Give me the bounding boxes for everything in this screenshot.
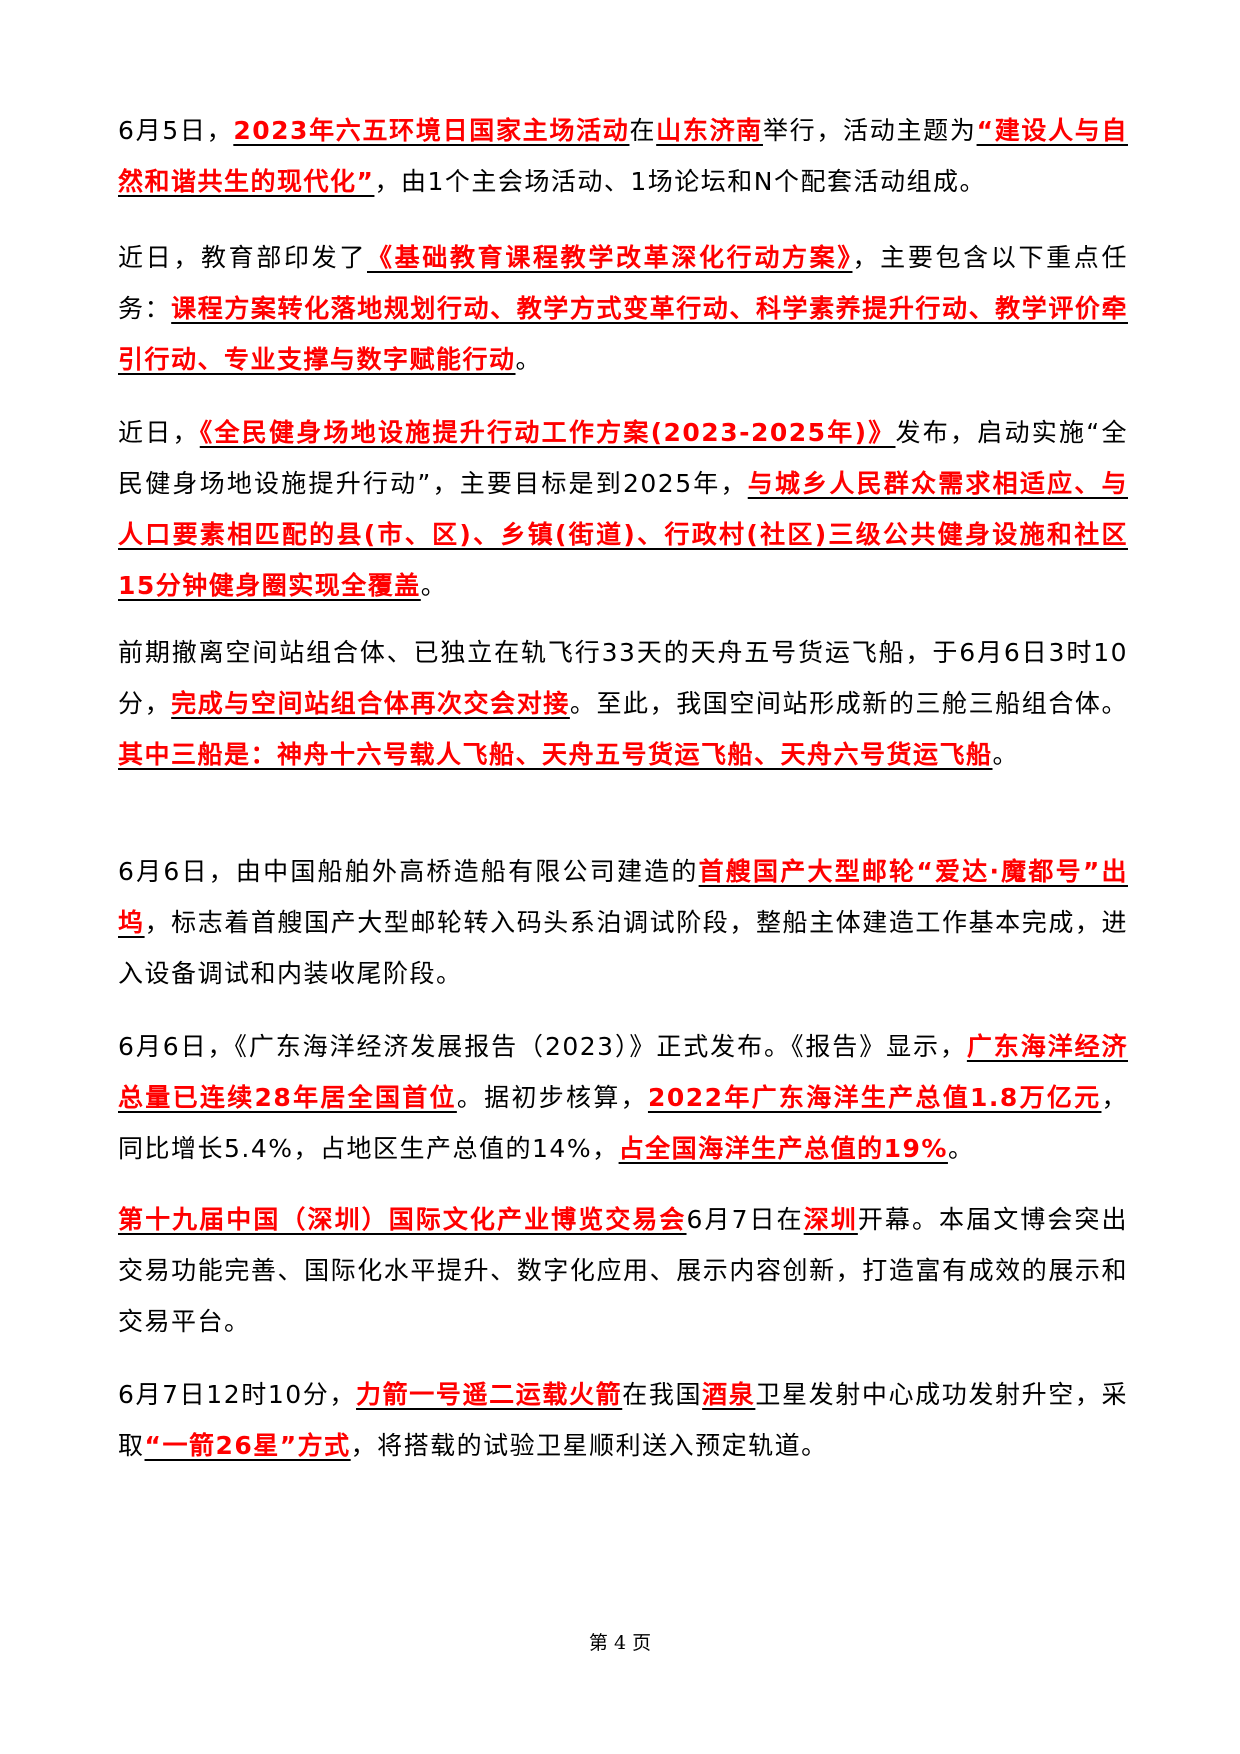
body-text: 在: [629, 116, 657, 145]
body-text: 近日，教育部印发了: [118, 243, 367, 272]
highlighted-text: 首艘国产大型邮轮“爱达·魔都号”出坞: [118, 857, 1128, 937]
body-text: 6月7日在: [686, 1205, 804, 1234]
highlighted-text: 其中三船是：神舟十六号载人飞船、天舟五号货运飞船、天舟六号货运飞船: [118, 740, 993, 769]
body-text: 近日，: [118, 418, 200, 447]
page-number: 第 4 页: [588, 1632, 652, 1654]
highlighted-text: 《全民健身场地设施提升行动工作方案(2023-2025年)》: [199, 418, 896, 447]
body-text: 前期撤离空间站组合体、已独立在轨飞行33天的天舟五号货运飞船，于6月6日3时10…: [118, 638, 1128, 718]
highlighted-text: 2023年六五环境日国家主场活动: [233, 116, 630, 145]
highlighted-text: 深圳: [803, 1205, 858, 1234]
body-text: 。: [947, 1134, 975, 1163]
body-text: ，同比增长5.4%，占地区生产总值的14%，: [118, 1083, 1128, 1163]
highlighted-text: 课程方案转化落地规划行动、教学方式变革行动、科学素养提升行动、教学评价牵引行动、…: [118, 294, 1128, 374]
paragraph-environment-day: 6月5日，2023年六五环境日国家主场活动在山东济南举行，活动主题为“建设人与自…: [118, 105, 1128, 207]
body-text: 。: [420, 571, 448, 600]
highlighted-text: 酒泉: [702, 1380, 756, 1409]
paragraph-space-station: 前期撤离空间站组合体、已独立在轨飞行33天的天舟五号货运飞船，于6月6日3时10…: [118, 627, 1128, 780]
body-text: 。: [515, 345, 543, 374]
highlighted-text: “建设人与自然和谐共生的现代化”: [118, 116, 1128, 196]
paragraph-cruise-ship: 6月6日，由中国船舶外高桥造船有限公司建造的首艘国产大型邮轮“爱达·魔都号”出坞…: [118, 846, 1128, 999]
highlighted-text: 山东济南: [656, 116, 763, 145]
body-text: 。据初步核算，: [456, 1083, 648, 1112]
highlighted-text: 2022年广东海洋生产总值1.8万亿元: [647, 1083, 1102, 1112]
highlighted-text: 第十九届中国（深圳）国际文化产业博览交易会: [118, 1205, 687, 1234]
paragraph-rocket-launch: 6月7日12时10分，力箭一号遥二运载火箭在我国酒泉卫星发射中心成功发射升空，采…: [118, 1369, 1128, 1471]
paragraph-fitness-facilities: 近日，《全民健身场地设施提升行动工作方案(2023-2025年)》发布，启动实施…: [118, 407, 1128, 611]
body-text: 6月6日，由中国船舶外高桥造船有限公司建造的: [118, 857, 699, 886]
body-text: 卫星发射中心成功发射升空，采取: [118, 1380, 1128, 1460]
paragraph-education-reform: 近日，教育部印发了《基础教育课程教学改革深化行动方案》，主要包含以下重点任务：课…: [118, 232, 1128, 385]
highlighted-text: 完成与空间站组合体再次交会对接: [171, 689, 570, 718]
paragraph-guangdong-ocean: 6月6日，《广东海洋经济发展报告（2023）》正式发布。《报告》显示，广东海洋经…: [118, 1021, 1128, 1174]
body-text: 6月6日，《广东海洋经济发展报告（2023）》正式发布。《报告》显示，: [118, 1032, 967, 1061]
body-text: 发布，启动实施“全民健身场地设施提升行动”，主要目标是到2025年，: [118, 418, 1128, 498]
body-text: 。至此，我国空间站形成新的三舱三船组合体。: [569, 689, 1128, 718]
body-text: ，由1个主会场活动、1场论坛和N个配套活动组成。: [374, 167, 986, 196]
body-text: ，标志着首艘国产大型邮轮转入码头系泊调试阶段，整船主体建造工作基本完成，进入设备…: [118, 908, 1128, 988]
body-text: ，将搭载的试验卫星顺利送入预定轨道。: [350, 1431, 828, 1460]
highlighted-text: 《基础教育课程教学改革深化行动方案》: [367, 243, 853, 272]
body-text: 举行，活动主题为: [762, 116, 977, 145]
body-text: 6月7日12时10分，: [118, 1380, 357, 1409]
highlighted-text: 占全国海洋生产总值的19%: [618, 1134, 948, 1163]
highlighted-text: 与城乡人民群众需求相适应、与人口要素相匹配的县(市、区)、乡镇(街道)、行政村(…: [118, 469, 1128, 600]
body-text: 。: [992, 740, 1020, 769]
body-text: 开幕。本届文博会突出交易功能完善、国际化水平提升、数字化应用、展示内容创新，打造…: [118, 1205, 1128, 1336]
highlighted-text: 广东海洋经济总量已连续28年居全国首位: [118, 1032, 1128, 1112]
body-text: 在我国: [622, 1380, 703, 1409]
body-text: 6月5日，: [118, 116, 234, 145]
paragraph-cultural-expo: 第十九届中国（深圳）国际文化产业博览交易会6月7日在深圳开幕。本届文博会突出交易…: [118, 1194, 1128, 1347]
highlighted-text: 力箭一号遥二运载火箭: [356, 1380, 623, 1409]
highlighted-text: “一箭26星”方式: [144, 1431, 351, 1460]
body-text: ，主要包含以下重点任务：: [118, 243, 1128, 323]
